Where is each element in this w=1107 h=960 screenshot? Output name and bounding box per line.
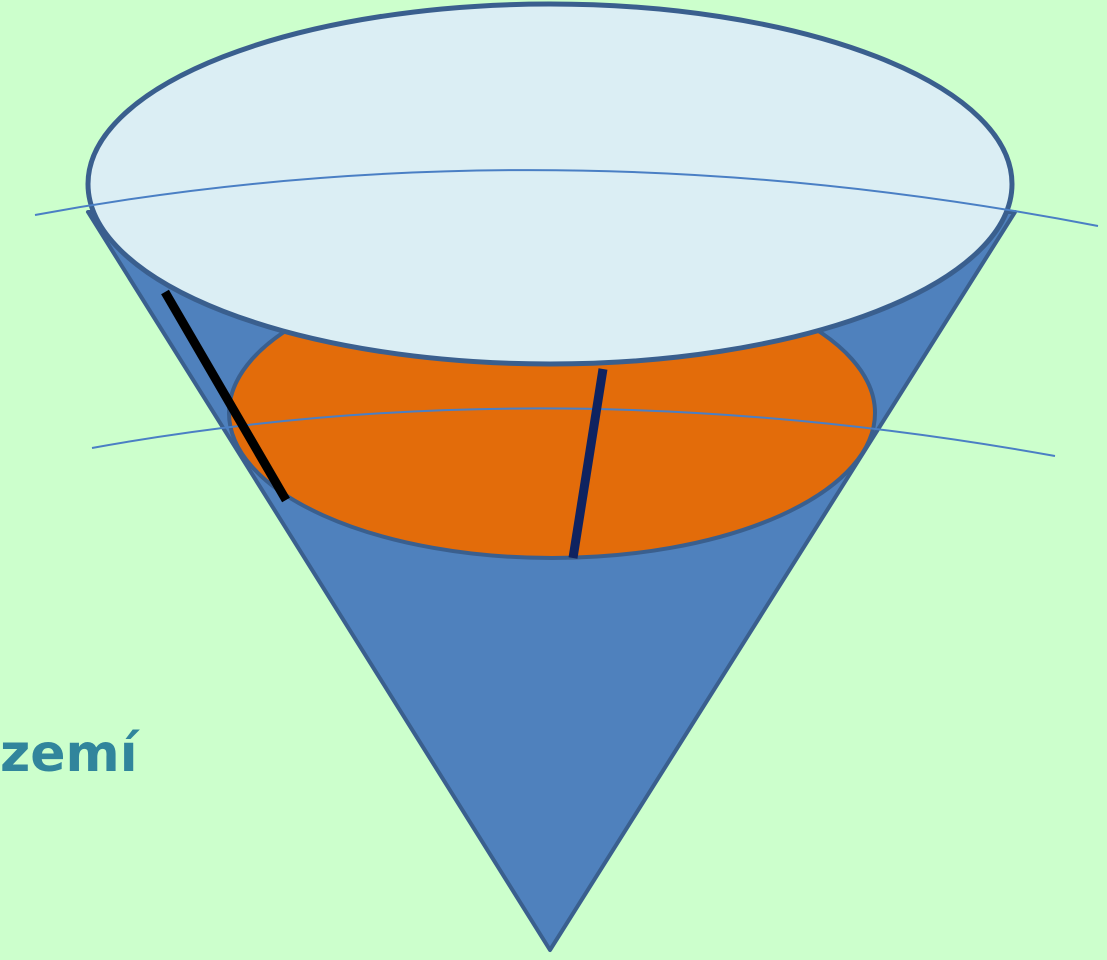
section-segment	[568, 368, 608, 559]
slant-segment	[161, 289, 290, 503]
upper-curve	[34, 169, 1099, 227]
partial-label-text: zemí	[0, 724, 138, 784]
top-ellipse	[85, 1, 1015, 367]
lower-curve	[91, 407, 1056, 457]
